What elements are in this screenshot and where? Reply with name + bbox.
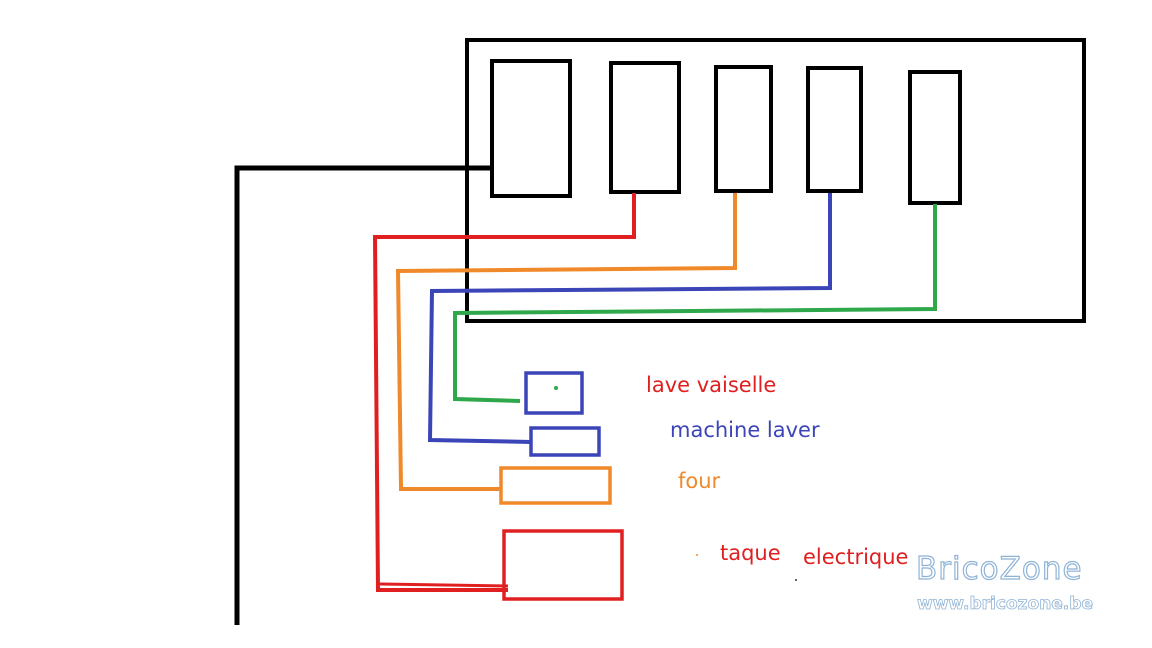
label-oven: four xyxy=(678,469,721,493)
wire-blue-washing-machine xyxy=(427,193,832,444)
supply-wire xyxy=(234,165,491,625)
wire-red-hob xyxy=(372,193,636,592)
dishwasher-box xyxy=(524,371,584,415)
watermark-url: www.bricozone.be xyxy=(917,594,1094,615)
dishwasher-dot xyxy=(554,386,558,390)
stray-mark-orange xyxy=(696,554,698,556)
breaker-dishwasher xyxy=(908,70,962,205)
breaker-hob xyxy=(609,61,681,194)
breaker-washing-machine xyxy=(806,66,863,193)
wire-green-dishwasher xyxy=(453,204,937,403)
oven-box xyxy=(499,466,612,505)
wire-red-hob-double xyxy=(377,582,509,588)
label-hob-word1: taque xyxy=(720,541,781,565)
electrical-panel-frame xyxy=(465,38,1086,323)
label-hob-word2: electrique xyxy=(803,545,909,569)
wire-orange-oven xyxy=(395,193,737,491)
washing-machine-box xyxy=(529,426,601,457)
stray-mark-dark xyxy=(795,579,797,581)
breaker-oven xyxy=(714,65,773,193)
hob-box xyxy=(502,529,624,601)
label-dishwasher: lave vaiselle xyxy=(646,373,777,397)
label-washing-machine: machine laver xyxy=(670,418,820,442)
main-breaker xyxy=(490,59,572,198)
watermark-brand: BricoZone xyxy=(915,550,1083,587)
